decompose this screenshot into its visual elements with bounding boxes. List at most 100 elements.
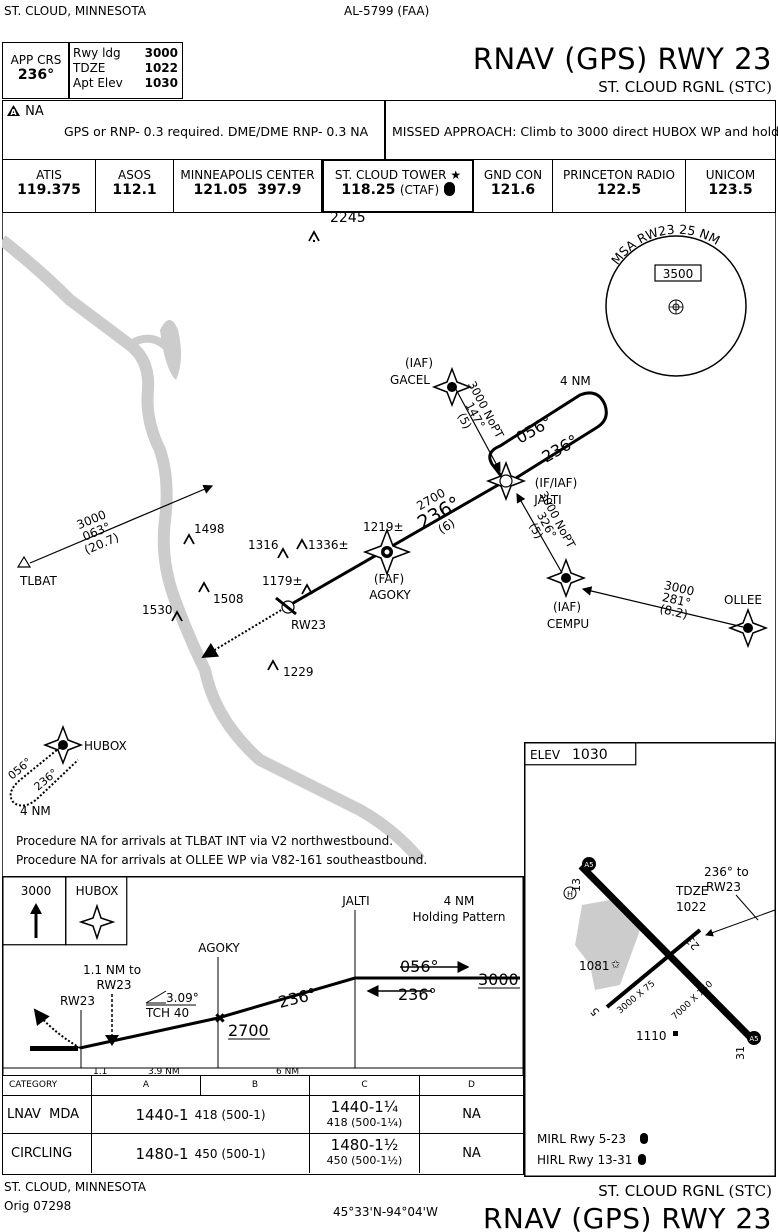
obstacle-elev: 1219± bbox=[363, 520, 404, 534]
airport-id: (STC) bbox=[728, 78, 772, 96]
runway-threshold-icon bbox=[275, 596, 297, 616]
runway-5-23 bbox=[605, 928, 702, 1009]
tdze-value: 1022 bbox=[144, 61, 178, 75]
glideslope-icon bbox=[145, 990, 167, 1004]
ollee-alt: 3000 bbox=[663, 578, 696, 599]
obstacle-icon bbox=[183, 533, 195, 545]
tdze-label: TDZE bbox=[675, 884, 708, 898]
agoky-profile-label: AGOKY bbox=[198, 941, 240, 955]
hubox-profile-label: HUBOX bbox=[76, 884, 119, 898]
approach-light-icon: A5 bbox=[747, 1031, 761, 1045]
comm-freq: 121.6 bbox=[490, 182, 536, 198]
footer-coords: 45°33'N-94°04'W bbox=[333, 1205, 438, 1219]
tdze-label: TDZE bbox=[73, 61, 106, 75]
notes-divider bbox=[384, 100, 386, 160]
minima-ab-sub: 450 (500-1) bbox=[194, 1146, 266, 1161]
gacel-label: GACEL bbox=[390, 373, 430, 387]
minima-table: CATEGORY A B C D LNAV MDA 1440-1 418 (50… bbox=[2, 1076, 524, 1175]
na-label: NA bbox=[25, 104, 44, 119]
apt-elev-value: 1030 bbox=[144, 76, 178, 90]
plan-view: MSA RW23 25 NM 3500 2245 1498 1316 1336±… bbox=[2, 212, 776, 877]
missed-approach-path bbox=[201, 605, 289, 659]
jalti-type: (IF/IAF) bbox=[535, 476, 578, 490]
cempu-label: CEMPU bbox=[547, 617, 589, 631]
airport-name: ST. CLOUD RGNL bbox=[598, 78, 724, 96]
minima-col-header: D bbox=[468, 1080, 475, 1090]
hubox-hold-len: 4 NM bbox=[20, 804, 51, 818]
gacel-leg bbox=[451, 381, 501, 473]
airport-diagram: ELEV 1030 TDZE 1022 236° to RW23 7000 X … bbox=[524, 742, 776, 1177]
missed-approach-note: MISSED APPROACH: Climb to 3000 direct HU… bbox=[392, 124, 778, 139]
waypoint-icon-jalti bbox=[485, 460, 527, 502]
approach-light-icon: A5 bbox=[582, 857, 596, 871]
alternate-na-icon: A bbox=[7, 105, 20, 117]
obstacle-elev: 1316 bbox=[248, 538, 279, 552]
runway-13-31 bbox=[578, 863, 755, 1042]
comm-name: UNICOM bbox=[705, 168, 756, 182]
na-note-2: Procedure NA for arrivals at OLLEE WP vi… bbox=[16, 853, 427, 867]
tlbat-fix-icon bbox=[16, 555, 32, 568]
footer-city-state: ST. CLOUD, MINNESOTA bbox=[4, 1180, 146, 1194]
airport-name-line: ST. CLOUD RGNL (STC) bbox=[598, 78, 772, 96]
comm-unicom: UNICOM 123.5 bbox=[686, 160, 775, 212]
comm-name: MINNEAPOLIS CENTER bbox=[180, 168, 315, 182]
svg-text:H: H bbox=[567, 890, 573, 899]
waypoint-icon-agoky bbox=[362, 527, 412, 577]
gacel-dist: (5) bbox=[455, 410, 475, 431]
obstacle-elev: 2245 bbox=[330, 212, 366, 226]
minima-ab: 1440-1 418 (500-1) bbox=[92, 1096, 310, 1133]
na-note: A NA bbox=[6, 104, 44, 119]
obstacle-1081: 1081 bbox=[579, 959, 610, 973]
comm-freq: 119.375 bbox=[17, 182, 81, 198]
helipad-icon: H bbox=[563, 886, 577, 900]
minima-row: CIRCLING 1480-1 450 (500-1) 1480-1½ 450 … bbox=[3, 1134, 523, 1173]
waypoint-icon-hubox-profile bbox=[78, 903, 116, 941]
rw23-label: RW23 bbox=[291, 618, 326, 632]
obstacle-elev: 1530 bbox=[142, 603, 173, 617]
dist-3: 6 NM bbox=[276, 1067, 299, 1076]
hubox-label: HUBOX bbox=[84, 739, 127, 753]
part-time-icon bbox=[443, 182, 455, 196]
msa-alt: 3500 bbox=[663, 267, 694, 281]
profile-view: 3000 HUBOX JALTI 4 NM Holding Pattern AG… bbox=[2, 876, 524, 1076]
minima-ab-sub: 418 (500-1) bbox=[194, 1107, 266, 1122]
to-rw23-label-2: RW23 bbox=[706, 880, 741, 894]
obstacle-icon bbox=[267, 659, 279, 671]
obstacle-elev: 1336± bbox=[308, 538, 349, 552]
jalti-profile-label: JALTI bbox=[341, 894, 369, 908]
comm-asos: ASOS 112.1 bbox=[96, 160, 174, 212]
obstacle-square-icon bbox=[673, 1031, 678, 1036]
rwy-ldg-label: Rwy ldg bbox=[73, 46, 121, 60]
star-icon: ★ bbox=[450, 168, 462, 182]
comm-atis: ATIS 119.375 bbox=[3, 160, 96, 212]
obstacle-elev: 1179± bbox=[262, 574, 303, 588]
footer-title: RNAV (GPS) RWY 23 bbox=[482, 1202, 772, 1232]
gps-note: GPS or RNP- 0.3 required. DME/DME RNP- 0… bbox=[64, 124, 369, 139]
minima-c-sub: 450 (500-1½) bbox=[326, 1154, 403, 1167]
profile-final-crs: 236° bbox=[276, 984, 318, 1012]
profile-alt-3000: 3000 bbox=[478, 970, 519, 989]
obstacle-icon bbox=[308, 230, 320, 243]
faf-alt: 2700 bbox=[228, 1021, 269, 1040]
comm-name: GND CON bbox=[483, 168, 543, 182]
vdp-dist: 1.1 NM to bbox=[83, 963, 141, 977]
msa-label: MSA RW23 25 NM bbox=[608, 222, 723, 268]
airport-reference-icon bbox=[668, 299, 684, 315]
vdp-label: RW23 bbox=[97, 978, 132, 992]
svg-text:A: A bbox=[10, 108, 17, 117]
minima-header: CATEGORY A B C D bbox=[3, 1076, 523, 1096]
ollee-crs: 281° bbox=[661, 590, 692, 610]
minima-col-header: A bbox=[92, 1076, 201, 1095]
footer-airport: ST. CLOUD RGNL bbox=[598, 1182, 724, 1200]
rwy-31-label: 31 bbox=[734, 1046, 747, 1060]
obstacle-icon bbox=[301, 583, 313, 595]
jalti-label: JALTI bbox=[533, 493, 561, 507]
minima-row-label: CIRCLING bbox=[3, 1134, 92, 1173]
dist-2: 3.9 NM bbox=[148, 1067, 180, 1076]
hold-length: 4 NM bbox=[560, 374, 591, 388]
hold-in-crs: 236° bbox=[539, 431, 582, 467]
minima-d: NA bbox=[462, 1146, 481, 1161]
comm-freq: 123.5 bbox=[708, 182, 753, 198]
comm-name: ATIS bbox=[36, 168, 62, 182]
